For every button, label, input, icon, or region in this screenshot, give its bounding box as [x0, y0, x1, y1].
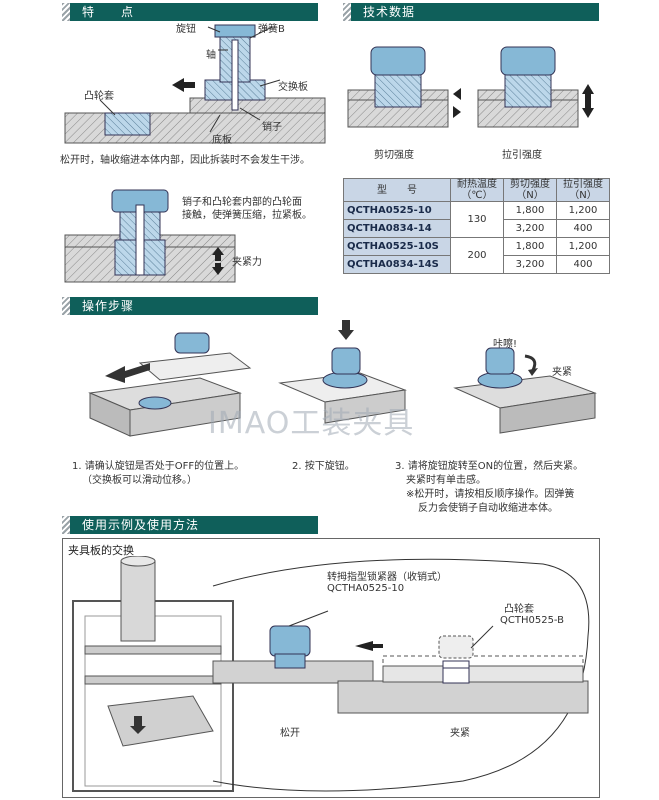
- cell-tensile: 400: [556, 255, 610, 274]
- label-cam-name: 凸轮套: [504, 604, 534, 615]
- spec-table: 型 号 耐热温度 （℃） 剪切强度 （N） 拉引强度 （N） QCTHA0525…: [343, 178, 610, 274]
- col-model: 型 号: [343, 178, 451, 202]
- label-spring: 弹簧B: [258, 24, 285, 35]
- label-base-plate: 底板: [212, 135, 232, 146]
- step3-note-cont: 反力会使销子自动收缩进本体。: [418, 503, 558, 514]
- table-row: QCTHA0525-10S 200 1,800 1,200: [343, 237, 610, 274]
- cell-shear: 3,200: [503, 219, 557, 238]
- cell-model: QCTHA0834-14: [343, 219, 451, 238]
- label-cam-sleeve: 凸轮套: [84, 91, 114, 102]
- cell-tensile: 400: [556, 219, 610, 238]
- cell-model: QCTHA0525-10: [343, 201, 451, 220]
- step1-subtext: （交换板可以滑动位移。）: [82, 475, 197, 486]
- label-shaft: 轴: [206, 50, 216, 61]
- section-header-tech-data: 技术数据: [343, 3, 599, 21]
- tech-diagrams: [347, 46, 594, 128]
- label-clamp-force: 夹紧力: [232, 257, 262, 268]
- feature-note-cam-line2: 接触，使弹簧压缩，拉紧板。: [182, 210, 312, 221]
- section-title: 特 点: [70, 3, 318, 21]
- label-pin: 销子: [262, 122, 282, 133]
- table-row: QCTHA0834-14S 3,200 400: [343, 255, 610, 274]
- label-product-model: QCTHA0525-10: [327, 583, 405, 594]
- cell-tensile: 1,200: [556, 237, 610, 256]
- cell-temp: 200: [450, 237, 504, 274]
- col-temp: 耐热温度 （℃）: [450, 178, 504, 202]
- section-header-features: 特 点: [62, 3, 318, 21]
- feature-note-release: 松开时，轴收缩进本体内部，因此拆装时不会发生干涉。: [60, 155, 310, 166]
- step2-text: 2. 按下旋钮。: [292, 461, 355, 472]
- cell-model: QCTHA0834-14S: [343, 255, 451, 274]
- label-click: 咔嚓!: [493, 339, 518, 350]
- feature-diagram-release: [64, 24, 326, 144]
- cell-temp: 130: [450, 201, 504, 238]
- cell-shear: 1,800: [503, 201, 557, 220]
- label-cam-model: QCTH0525-B: [500, 615, 565, 626]
- label-knob: 旋钮: [176, 24, 196, 35]
- label-tensile-strength: 拉引强度: [502, 150, 542, 161]
- operation-diagrams: [88, 320, 597, 437]
- label-release: 松开: [280, 728, 300, 739]
- table-row: QCTHA0525-10 130 1,800 1,200: [343, 201, 610, 238]
- step3-subtext: 夹紧时有单击感。: [406, 475, 486, 486]
- col-shear: 剪切强度 （N）: [503, 178, 557, 202]
- feature-diagram-clamp: [64, 189, 236, 283]
- watermark: IMAO工装夹具: [208, 406, 415, 441]
- cell-model: QCTHA0525-10S: [343, 237, 451, 256]
- usage-box: [62, 538, 600, 798]
- section-header-operation: 操作步骤: [62, 297, 318, 315]
- table-header-row: 型 号 耐热温度 （℃） 剪切强度 （N） 拉引强度 （N）: [343, 178, 610, 202]
- step3-note: ※松开时，请按相反顺序操作。因弹簧: [406, 489, 575, 500]
- section-title: 操作步骤: [70, 297, 318, 315]
- cell-shear: 3,200: [503, 255, 557, 274]
- step1-text: 1. 请确认旋钮是否处于OFF的位置上。: [72, 461, 245, 472]
- label-clamp-step: 夹紧: [552, 367, 572, 378]
- section-header-usage: 使用示例及使用方法: [62, 516, 318, 534]
- feature-note-cam-line1: 销子和凸轮套内部的凸轮面: [182, 197, 302, 208]
- cell-tensile: 1,200: [556, 201, 610, 220]
- section-title: 技术数据: [351, 3, 599, 21]
- step3-text: 3. 请将旋钮旋转至ON的位置，然后夹紧。: [395, 461, 584, 472]
- label-clamp: 夹紧: [450, 728, 470, 739]
- section-title: 使用示例及使用方法: [70, 516, 318, 534]
- label-shear-strength: 剪切强度: [374, 150, 414, 161]
- cell-shear: 1,800: [503, 237, 557, 256]
- label-product-name: 转拇指型锁紧器（收销式）: [327, 572, 447, 583]
- label-exchange-plate: 交换板: [278, 82, 308, 93]
- col-tensile: 拉引强度 （N）: [556, 178, 610, 202]
- usage-box-title: 夹具板的交换: [68, 544, 134, 557]
- usage-diagram: [72, 556, 590, 792]
